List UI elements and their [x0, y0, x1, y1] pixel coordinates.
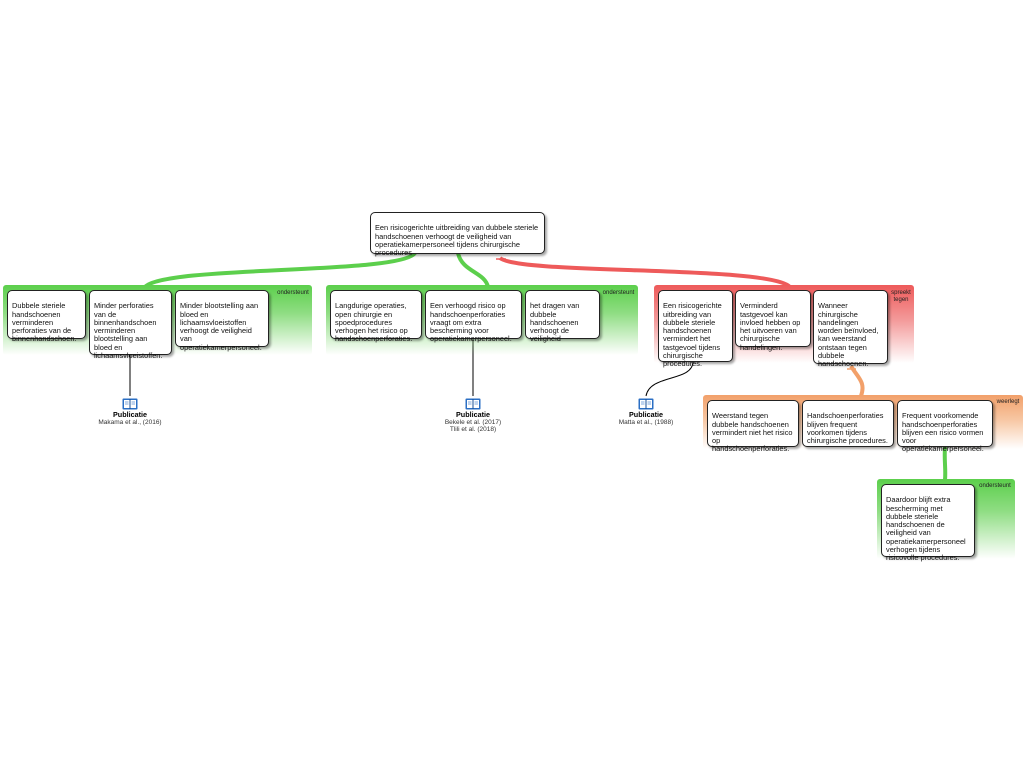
- objection-b[interactable]: Verminderd tastgevoel kan invloed hebben…: [735, 290, 811, 351]
- premise-1a[interactable]: Dubbele steriele handschoenen vermindere…: [7, 290, 86, 343]
- publication-2[interactable]: Publicatie Bekele et al. (2017) Tlili et…: [433, 398, 513, 434]
- objection-a-text: Een risicogerichte uitbreiding van dubbe…: [663, 301, 722, 369]
- publication-1-title: Publicatie: [113, 410, 147, 419]
- premise-2c[interactable]: het dragen van dubbele handschoenen verh…: [525, 290, 600, 343]
- premise-2c-text: het dragen van dubbele handschoenen verh…: [530, 301, 580, 344]
- rebuttal-a[interactable]: Weerstand tegen dubbele handschoenen ver…: [707, 400, 799, 453]
- publication-3-title: Publicatie: [629, 410, 663, 419]
- link-oppose-rebut: [849, 364, 865, 397]
- premise-2b-text: Een verhoogd risico op handschoenperfora…: [430, 301, 512, 344]
- premise-2a[interactable]: Langdurige operaties, open chirurgie en …: [330, 290, 422, 343]
- rebuttal-c[interactable]: Frequent voorkomende handschoenperforati…: [897, 400, 993, 453]
- link-root-support2: [456, 252, 490, 288]
- objection-c[interactable]: Wanneer chirurgische handelingen worden …: [813, 290, 888, 368]
- publication-3[interactable]: Publicatie Matta et al., (1988): [606, 398, 686, 426]
- group-rebut-label: weerlegt: [996, 399, 1020, 405]
- rebuttal-c-text: Frequent voorkomende handschoenperforati…: [902, 411, 984, 454]
- group-support-3-label: ondersteunt: [979, 483, 1011, 489]
- book-icon: [638, 398, 654, 410]
- root-claim[interactable]: Een risicogerichte uitbreiding van dubbe…: [370, 212, 545, 258]
- premise-1a-text: Dubbele steriele handschoenen vermindere…: [12, 301, 77, 344]
- publication-2-refs: Bekele et al. (2017) Tlili et al. (2018): [444, 418, 502, 434]
- objection-c-text: Wanneer chirurgische handelingen worden …: [818, 301, 879, 369]
- rebuttal-b[interactable]: Handschoenperforaties blijven frequent v…: [802, 400, 894, 447]
- premise-2a-text: Langdurige operaties, open chirurgie en …: [335, 301, 413, 344]
- link-root-oppose: [498, 256, 792, 289]
- group-support-2-label: ondersteunt: [602, 290, 635, 296]
- link-root-support1: [143, 251, 417, 289]
- premise-1b[interactable]: Minder perforaties van de binnenhandscho…: [89, 290, 172, 360]
- conclusion-support-text: Daardoor blijft extra bescherming met du…: [886, 495, 966, 563]
- objection-b-text: Verminderd tastgevoel kan invloed hebben…: [740, 301, 801, 352]
- group-oppose-label: spreekt tegen: [891, 290, 911, 303]
- pub-link-3: [645, 361, 694, 397]
- rebuttal-a-text: Weerstand tegen dubbele handschoenen ver…: [712, 411, 793, 454]
- premise-2b[interactable]: Een verhoogd risico op handschoenperfora…: [425, 290, 522, 343]
- root-claim-text: Een risicogerichte uitbreiding van dubbe…: [375, 223, 539, 258]
- book-icon: [122, 398, 138, 410]
- rebuttal-b-text: Handschoenperforaties blijven frequent v…: [807, 411, 888, 446]
- publication-3-refs: Matta et al., (1988): [618, 418, 674, 426]
- objection-a[interactable]: Een risicogerichte uitbreiding van dubbe…: [658, 290, 733, 368]
- premise-1c-text: Minder blootstelling aan bloed en lichaa…: [180, 301, 262, 352]
- conclusion-support[interactable]: Daardoor blijft extra bescherming met du…: [881, 484, 975, 562]
- book-icon: [465, 398, 481, 410]
- premise-1b-text: Minder perforaties van de binnenhandscho…: [94, 301, 163, 361]
- publication-1-refs: Makama et al., (2016): [98, 418, 162, 426]
- publication-1[interactable]: Publicatie Makama et al., (2016): [90, 398, 170, 426]
- group-support-1-label: ondersteunt: [277, 290, 309, 296]
- link-rebut-support3: [942, 445, 948, 481]
- premise-1c[interactable]: Minder blootstelling aan bloed en lichaa…: [175, 290, 269, 351]
- publication-2-title: Publicatie: [456, 410, 490, 419]
